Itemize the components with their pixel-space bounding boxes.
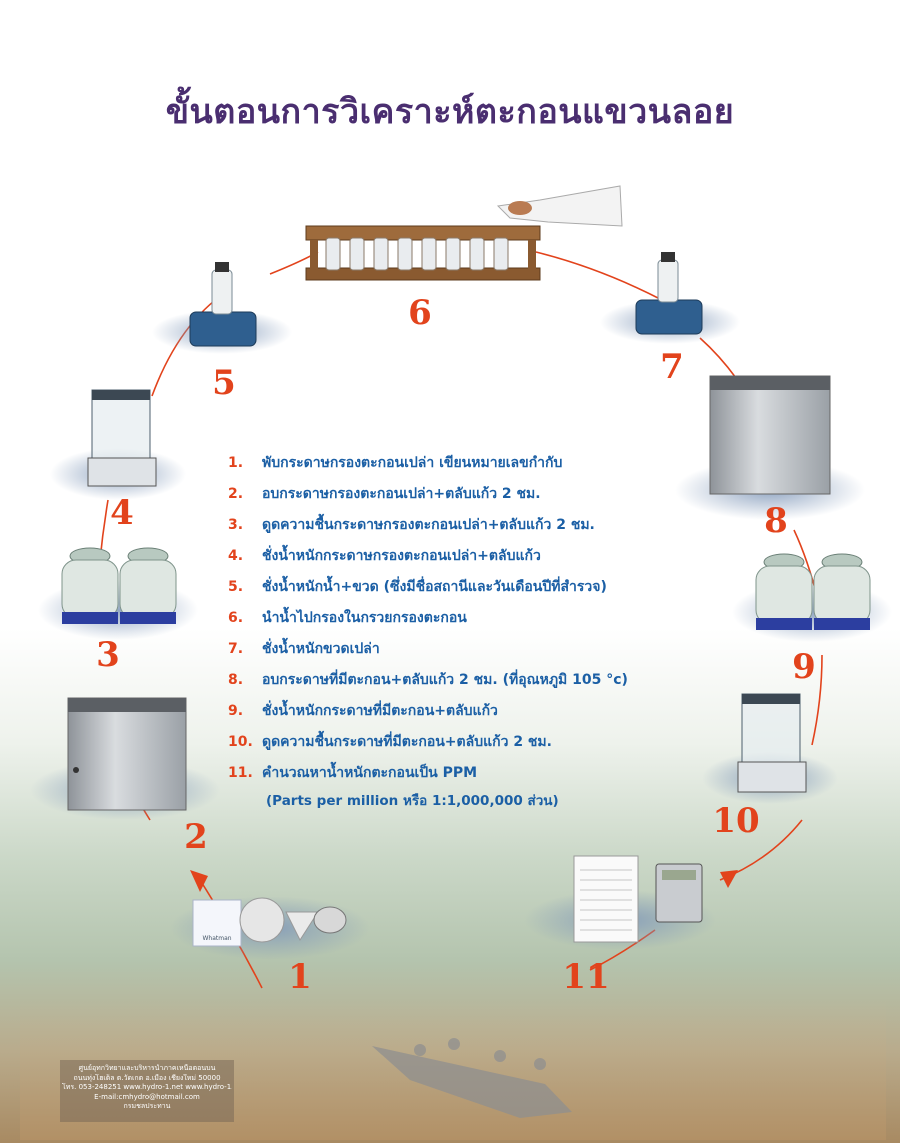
stage-number-8: 8 bbox=[764, 501, 788, 541]
step-text: ชั่งน้ำหนักขวดเปล่า bbox=[262, 640, 380, 657]
stage-number-3: 3 bbox=[96, 635, 120, 675]
svg-text:Whatman: Whatman bbox=[202, 935, 231, 942]
step-number: 10. bbox=[228, 733, 253, 750]
stage-2-oven bbox=[30, 697, 220, 820]
step-text: ดูดความชื้นกระดาษที่มีตะกอน+ตลับแก้ว 2 ช… bbox=[262, 733, 552, 750]
step-item: 2. อบกระดาษกรองตะกอนเปล่า+ตลับแก้ว 2 ชม. bbox=[228, 478, 688, 509]
arrow-head-1 bbox=[190, 870, 208, 892]
step-text: นำน้ำไปกรองในกรวยกรองตะกอน bbox=[262, 609, 467, 626]
stage-8-oven bbox=[675, 375, 865, 520]
stage-number-9: 9 bbox=[792, 647, 816, 687]
step-number: 6. bbox=[228, 609, 244, 626]
footer-contact: โทร. 053-248251 www.hydro-1.net www.hydr… bbox=[62, 1083, 232, 1091]
stage-number-11: 11 bbox=[562, 957, 609, 997]
step-item: 9. ชั่งน้ำหนักกระดาษที่มีตะกอน+ตลับแก้ว bbox=[228, 695, 688, 726]
footer-panel bbox=[60, 1060, 234, 1122]
steps-list: 1. พับกระดาษกรองตะกอนเปล่า เขียนหมายเลขกำ… bbox=[228, 447, 688, 788]
step-number: 8. bbox=[228, 671, 244, 688]
step-number: 5. bbox=[228, 578, 244, 595]
step-text: ชั่งน้ำหนักกระดาษที่มีตะกอน+ตลับแก้ว bbox=[262, 702, 498, 719]
stage-number-2: 2 bbox=[184, 817, 208, 857]
stage-11-calculation bbox=[524, 855, 716, 950]
stage-1-filter-papers: Whatman bbox=[170, 896, 370, 960]
stage-number-10: 10 bbox=[712, 801, 759, 841]
stage-number-5: 5 bbox=[212, 363, 236, 403]
step-text: คำนวณหาน้ำหนักตะกอนเป็น PPM bbox=[262, 764, 478, 781]
step-text: พับกระดาษกรองตะกอนเปล่า เขียนหมายเลขกำกั… bbox=[262, 454, 563, 471]
stage-number-4: 4 bbox=[110, 493, 134, 533]
stage-3-desiccators bbox=[38, 547, 198, 640]
stage-number-1: 1 bbox=[288, 957, 312, 997]
step-number: 2. bbox=[228, 485, 244, 502]
ppm-note: (Parts per million หรือ 1:1,000,000 ส่วน… bbox=[266, 793, 559, 809]
step-item: 11. คำนวณหาน้ำหนักตะกอนเป็น PPM bbox=[228, 757, 688, 788]
boat-photo bbox=[372, 1038, 572, 1118]
step-text: ชั่งน้ำหนักน้ำ+ขวด (ซึ่งมีชื่อสถานีและวั… bbox=[262, 578, 607, 595]
step-item: 7. ชั่งน้ำหนักขวดเปล่า bbox=[228, 633, 688, 664]
footer-credits: ศูนย์อุทกวิทยาและบริหารน้ำภาคเหนือตอนบน … bbox=[62, 1064, 232, 1112]
poster-title: ขั้นตอนการวิเคราะห์ตะกอนแขวนลอย bbox=[165, 92, 735, 132]
stage-5-bottle-scale bbox=[152, 262, 292, 354]
stage-7-bottle-scale bbox=[600, 252, 740, 344]
step-text: ชั่งน้ำหนักกระดาษกรองตะกอนเปล่า+ตลับแก้ว bbox=[262, 547, 541, 564]
step-number: 3. bbox=[228, 516, 244, 533]
stage-4-balance bbox=[50, 389, 186, 500]
stage-number-6: 6 bbox=[408, 293, 432, 333]
step-text: อบกระดาษที่มีตะกอน+ตลับแก้ว 2 ชม. (ที่อุ… bbox=[262, 671, 628, 688]
step-item: 1. พับกระดาษกรองตะกอนเปล่า เขียนหมายเลขกำ… bbox=[228, 447, 688, 478]
step-number: 9. bbox=[228, 702, 244, 719]
step-item: 6. นำน้ำไปกรองในกรวยกรองตะกอน bbox=[228, 602, 688, 633]
step-item: 10. ดูดความชื้นกระดาษที่มีตะกอน+ตลับแก้ว … bbox=[228, 726, 688, 757]
footer-org: ศูนย์อุทกวิทยาและบริหารน้ำภาคเหนือตอนบน bbox=[78, 1064, 216, 1072]
step-item: 5. ชั่งน้ำหนักน้ำ+ขวด (ซึ่งมีชื่อสถานีและ… bbox=[228, 571, 688, 602]
step-number: 1. bbox=[228, 454, 244, 471]
footer-address: ถนนทุ่งโฮเต็ล ต.วัดเกต อ.เมือง เชียงใหม่… bbox=[73, 1073, 221, 1082]
step-item: 3. ดูดความชื้นกระดาษกรองตะกอนเปล่า+ตลับแก… bbox=[228, 509, 688, 540]
stage-6-filter-rack bbox=[305, 185, 623, 281]
step-number: 4. bbox=[228, 547, 244, 564]
step-number: 11. bbox=[228, 764, 253, 781]
arrow-head-10 bbox=[720, 870, 738, 888]
step-item: 4. ชั่งน้ำหนักกระดาษกรองตะกอนเปล่า+ตลับแก… bbox=[228, 540, 688, 571]
step-text: ดูดความชื้นกระดาษกรองตะกอนเปล่า+ตลับแก้ว… bbox=[262, 516, 595, 533]
step-number: 7. bbox=[228, 640, 244, 657]
stage-9-desiccators bbox=[732, 553, 892, 642]
stage-10-balance bbox=[702, 693, 838, 804]
footer-department: กรมชลประทาน bbox=[123, 1102, 171, 1110]
step-item: 8. อบกระดาษที่มีตะกอน+ตลับแก้ว 2 ชม. (ที่… bbox=[228, 664, 688, 695]
stage-number-7: 7 bbox=[660, 347, 684, 387]
step-text: อบกระดาษกรองตะกอนเปล่า+ตลับแก้ว 2 ชม. bbox=[262, 485, 541, 502]
footer-email: E-mail:cmhydro@hotmail.com bbox=[94, 1092, 200, 1101]
